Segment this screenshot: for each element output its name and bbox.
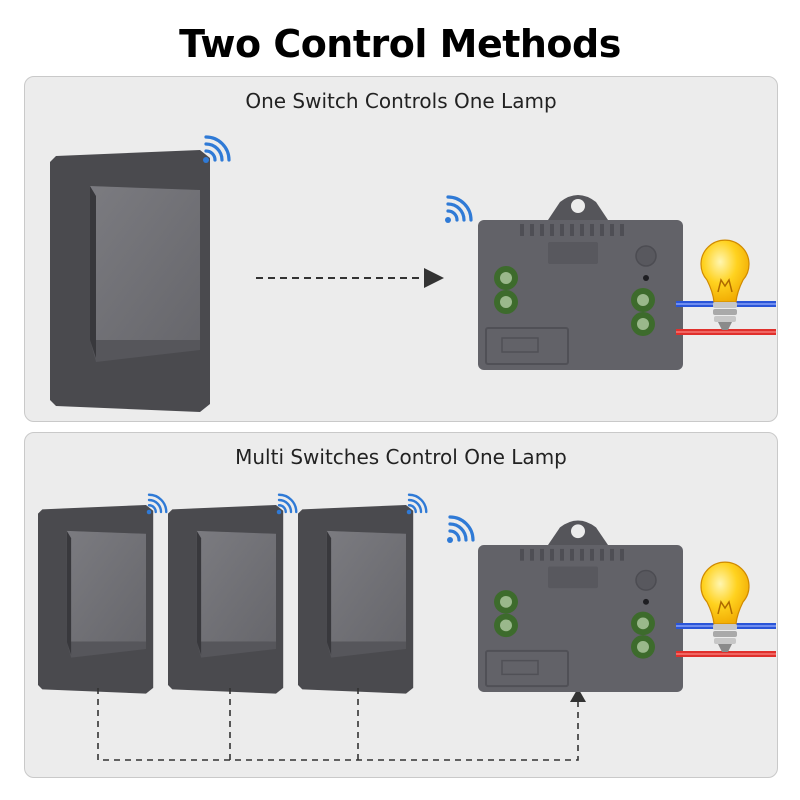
wall-switch — [50, 150, 210, 412]
signal-connector — [97, 688, 579, 761]
page-title: Two Control Methods — [179, 22, 621, 66]
light-bulb-icon — [700, 239, 750, 331]
wifi-icon — [275, 493, 298, 516]
wifi-icon — [201, 135, 231, 165]
wifi-icon — [443, 195, 473, 225]
receiver-module — [477, 519, 684, 693]
wifi-icon — [445, 515, 475, 545]
arrow-head — [570, 688, 586, 702]
panel-heading: One Switch Controls One Lamp — [245, 89, 557, 113]
panel-heading: Multi Switches Control One Lamp — [235, 445, 567, 469]
wifi-icon — [405, 493, 428, 516]
receiver-module — [477, 194, 684, 371]
wall-switch — [38, 505, 154, 694]
wall-switch — [298, 505, 414, 694]
wifi-icon — [145, 493, 168, 516]
wall-switch — [168, 505, 284, 694]
light-bulb-icon — [700, 561, 750, 653]
